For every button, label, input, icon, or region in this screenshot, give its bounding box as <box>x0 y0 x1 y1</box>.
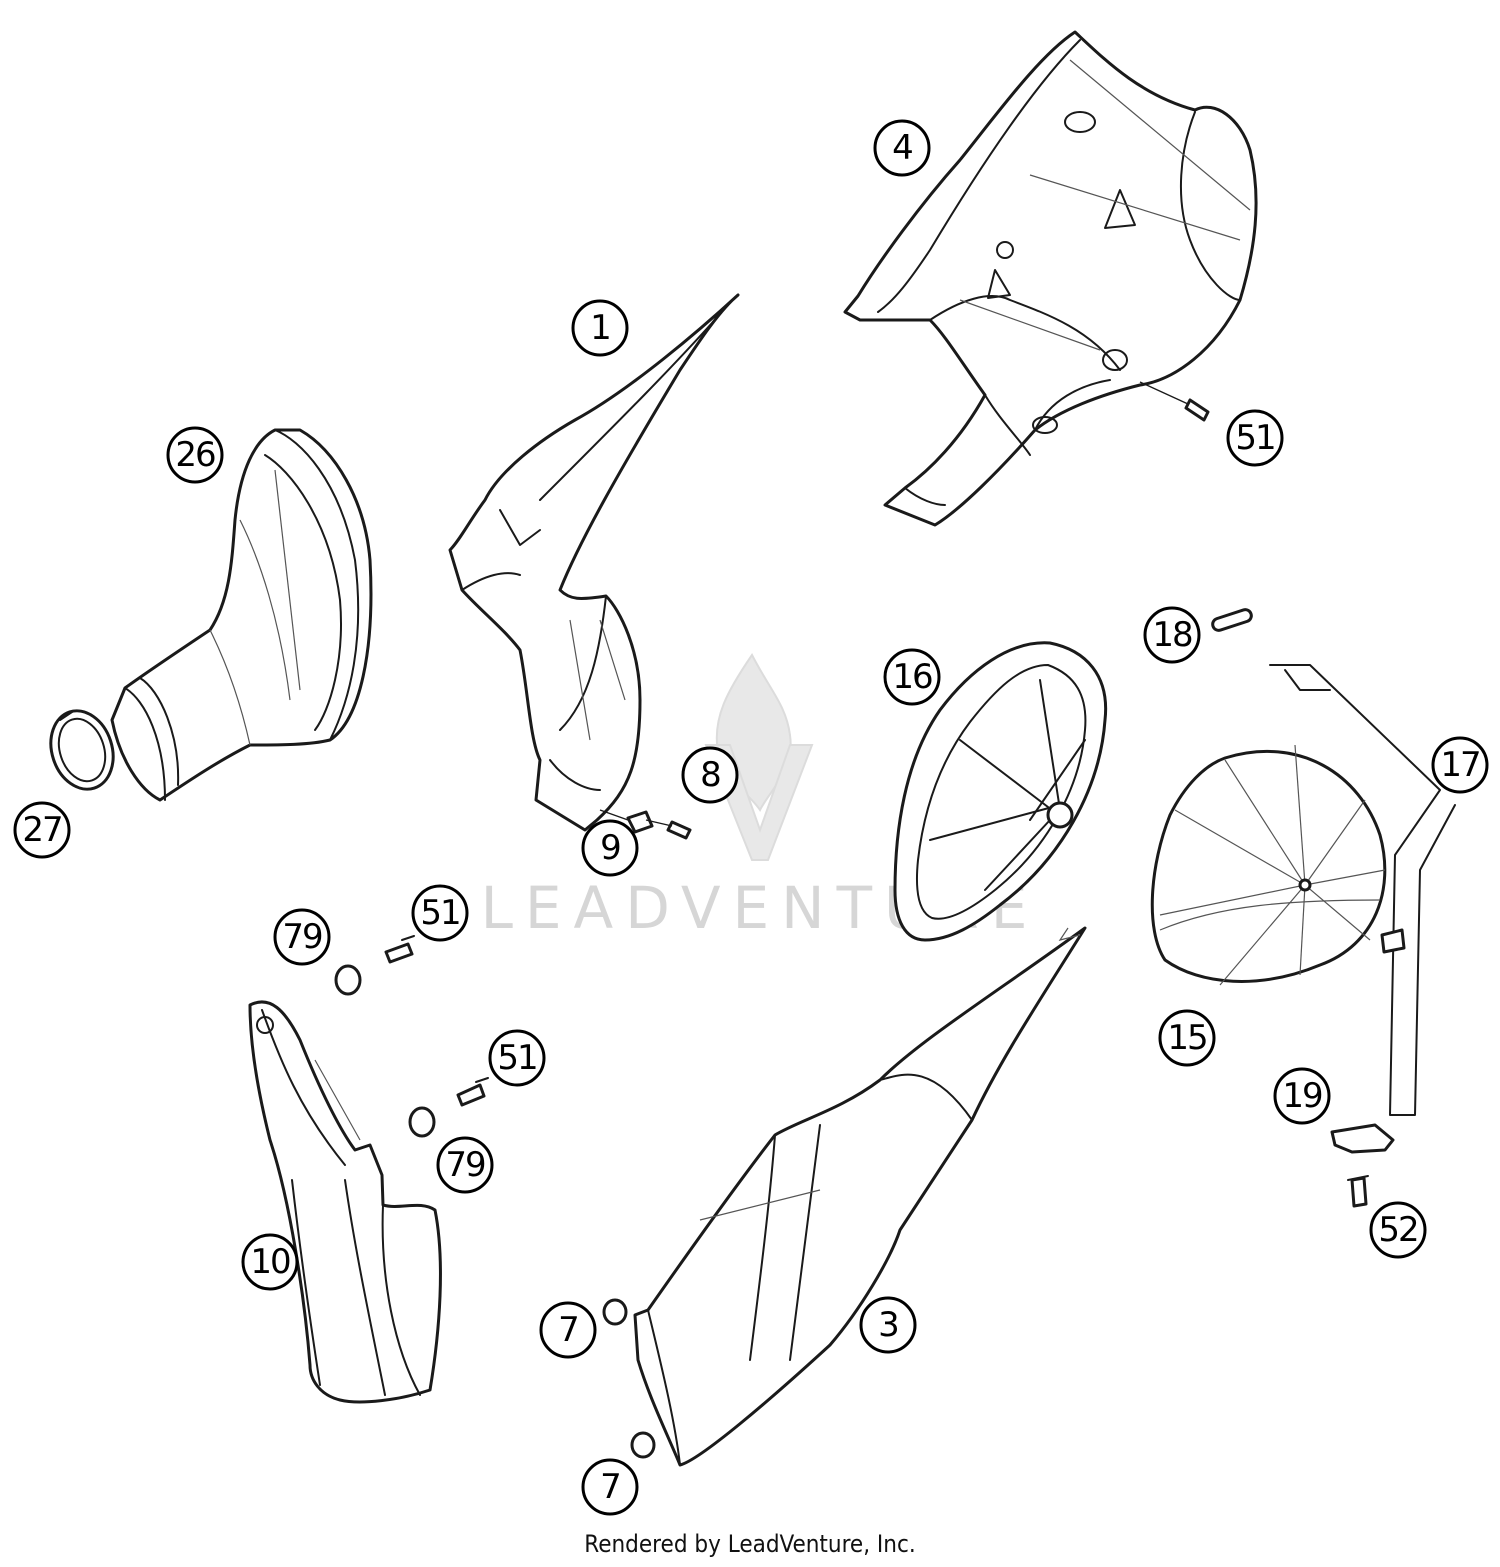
callout-8: 8 <box>681 746 739 804</box>
callout-16-label: 16 <box>892 657 932 697</box>
callout-9-label: 9 <box>600 828 620 868</box>
callout-3: 3 <box>859 1296 917 1354</box>
callout-7-upper: 7 <box>539 1301 597 1359</box>
part-10-side-panel <box>248 1000 442 1404</box>
callout-10: 10 <box>241 1233 299 1291</box>
callout-18: 18 <box>1143 606 1201 664</box>
callout-51-lower: 51 <box>488 1029 546 1087</box>
part-26-intake-boot <box>110 428 373 802</box>
part-9-clip <box>599 809 654 834</box>
callout-51-top-label: 51 <box>1235 418 1274 458</box>
callout-7-lower-label: 7 <box>600 1467 620 1507</box>
callout-17-label: 17 <box>1440 745 1479 785</box>
part-7-grommet-upper <box>602 1298 628 1326</box>
callout-15: 15 <box>1158 1009 1216 1067</box>
part-51-screw-top <box>1139 381 1210 422</box>
part-8-screw <box>645 819 692 840</box>
callout-27: 27 <box>13 801 71 859</box>
callout-51-upper-label: 51 <box>420 893 459 933</box>
part-79-washer-lower <box>408 1106 436 1138</box>
part-3-side-cover <box>633 926 1087 1467</box>
callout-10-label: 10 <box>250 1242 290 1282</box>
callout-15-label: 15 <box>1167 1018 1206 1058</box>
callout-26: 26 <box>166 426 224 484</box>
part-27-hose-clamp <box>49 709 115 791</box>
part-7-grommet-lower <box>630 1431 656 1459</box>
callout-51-top: 51 <box>1226 409 1284 467</box>
callout-52-label: 52 <box>1378 1210 1417 1250</box>
callout-19: 19 <box>1273 1067 1331 1125</box>
callout-1: 1 <box>571 299 629 357</box>
part-51-screw-upper <box>384 935 415 964</box>
callout-27-label: 27 <box>22 810 61 850</box>
callout-3-label: 3 <box>878 1305 898 1345</box>
part-18-pin <box>1211 608 1253 632</box>
callout-18-label: 18 <box>1152 615 1192 655</box>
callout-4: 4 <box>873 119 931 177</box>
callout-26-label: 26 <box>175 435 215 475</box>
part-19-bracket <box>1330 1123 1395 1154</box>
callout-16: 16 <box>883 648 941 706</box>
callout-51-upper: 51 <box>411 884 469 942</box>
callout-79-lower: 79 <box>436 1136 494 1194</box>
part-1-side-cover <box>448 293 740 832</box>
part-52-screw <box>1347 1175 1369 1208</box>
part-17-wire-bail <box>1269 664 1456 1116</box>
part-16-filter-cage <box>893 641 1108 942</box>
callout-52: 52 <box>1369 1201 1427 1259</box>
callout-79-upper: 79 <box>273 908 331 966</box>
callout-79-lower-label: 79 <box>445 1145 485 1185</box>
callout-8-label: 8 <box>700 755 720 795</box>
part-79-washer-upper <box>334 964 362 996</box>
callout-19-label: 19 <box>1282 1076 1322 1116</box>
part-15-air-filter <box>1150 744 1387 986</box>
callout-79-upper-label: 79 <box>282 917 322 957</box>
callout-7-lower: 7 <box>581 1458 639 1516</box>
footer-credit: Rendered by LeadVenture, Inc. <box>584 1530 916 1558</box>
callout-51-lower-label: 51 <box>497 1038 536 1078</box>
callout-17: 17 <box>1431 736 1489 794</box>
callout-9: 9 <box>581 819 639 877</box>
part-4-airbox-shell <box>843 30 1258 527</box>
callout-4-label: 4 <box>892 128 912 168</box>
callout-7-upper-label: 7 <box>558 1310 578 1350</box>
callout-1-label: 1 <box>590 308 610 348</box>
part-51-screw-lower <box>456 1077 489 1107</box>
